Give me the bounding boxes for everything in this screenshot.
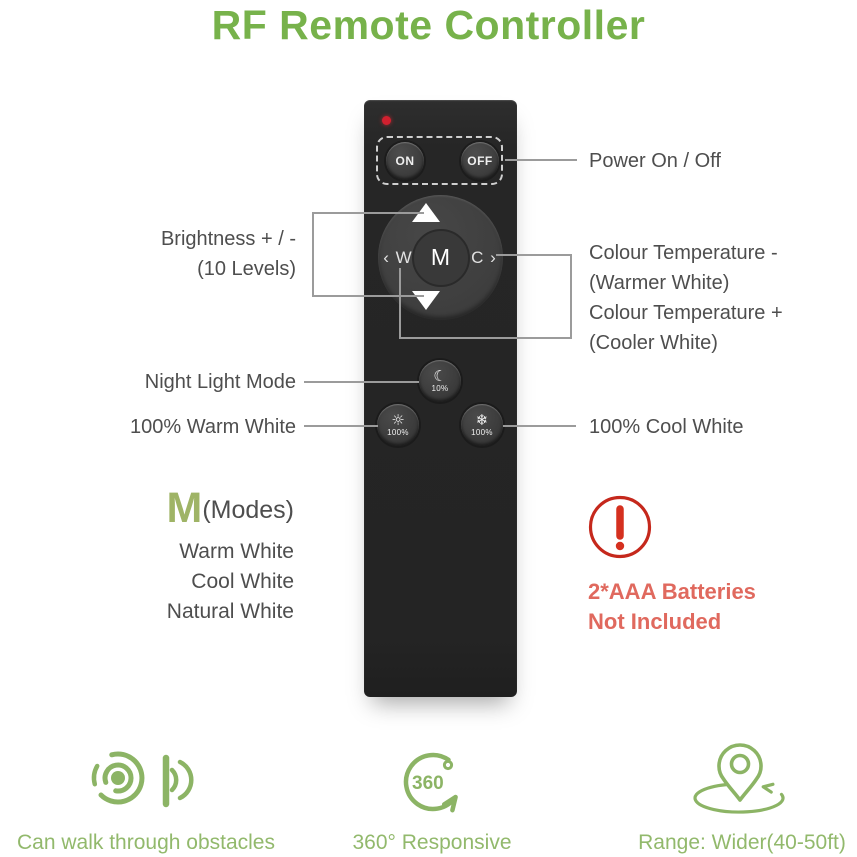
page-title: RF Remote Controller [211, 2, 646, 48]
warm-white-button: ☼ 100% [377, 404, 419, 446]
brightness-down-icon [412, 291, 440, 310]
callout-line-power [505, 159, 577, 161]
off-button: OFF [461, 142, 499, 180]
location-pin-icon [693, 743, 785, 814]
modes-items: Warm White Cool White Natural White [166, 537, 294, 627]
feature-label-range: Range: Wider(40-50ft) [638, 831, 846, 854]
callout-line-cool-white [503, 425, 576, 427]
led-indicator-icon [382, 116, 391, 125]
brightness-line2: (10 Levels) [197, 258, 296, 280]
mode-item-warm: Warm White [179, 540, 294, 563]
battery-note-line1: 2*AAA Batteries [588, 579, 756, 604]
sun-icon: ☼ [391, 411, 405, 429]
brightness-annotation: Brightness + / - (10 Levels) [36, 224, 296, 284]
warm-white-level: 100% [387, 428, 409, 437]
remote-controller: ON OFF ‹ W C › M ☾ 10% ☼ 100% ❄ 100% [364, 100, 517, 697]
colour-temp-line1: Colour Temperature - [589, 242, 778, 264]
mode-item-natural: Natural White [166, 600, 294, 623]
callout-line-warmer [399, 337, 572, 339]
night-light-level: 10% [431, 384, 449, 393]
feature-label-responsive: 360° Responsive [352, 831, 512, 854]
colour-temp-line4: (Cooler White) [589, 332, 718, 354]
brightness-line1: Brightness + / - [160, 228, 296, 250]
cooler-button: C › [471, 248, 497, 267]
moon-icon: ☾ [433, 367, 447, 385]
battery-note: 2*AAA Batteries Not Included [588, 577, 756, 637]
on-button: ON [386, 142, 424, 180]
colour-temp-line2: (Warmer White) [589, 272, 730, 294]
callout-line-brightness-down [312, 295, 424, 297]
modes-label: (Modes) [202, 496, 294, 524]
feature-label-obstacles: Can walk through obstacles [17, 831, 275, 854]
snowflake-icon: ❄ [475, 411, 489, 429]
callout-line-warm-white [304, 425, 378, 427]
modes-heading: M(Modes) [166, 484, 294, 533]
modes-legend: M(Modes) Warm White Cool White Natural W… [166, 484, 294, 627]
brightness-up-icon [412, 203, 440, 222]
rotate-360-badge: 360 [412, 773, 444, 794]
callout-bracket-colour-temp [570, 254, 572, 339]
colour-temp-annotation: Colour Temperature - (Warmer White) Colo… [589, 238, 783, 358]
signal-through-wall-icon [91, 751, 194, 808]
power-buttons-outline [376, 136, 503, 185]
warmer-button: ‹ W [383, 248, 413, 267]
dpad: ‹ W C › M [378, 195, 503, 320]
warm-white-annotation: 100% Warm White [130, 416, 296, 438]
callout-line-warmer-vertical [399, 268, 401, 339]
battery-note-line2: Not Included [588, 609, 722, 634]
cool-white-button: ❄ 100% [461, 404, 503, 446]
colour-temp-line3: Colour Temperature + [589, 302, 783, 324]
power-annotation: Power On / Off [589, 150, 721, 172]
callout-line-brightness-up [312, 212, 424, 214]
callout-line-cooler [496, 254, 572, 256]
cool-white-annotation: 100% Cool White [589, 416, 744, 438]
mode-button: M [411, 228, 470, 287]
modes-m: M [166, 484, 203, 532]
mode-item-cool: Cool White [191, 570, 294, 593]
callout-line-night [304, 381, 419, 383]
night-light-annotation: Night Light Mode [144, 371, 296, 393]
warning-exclamation-icon [588, 495, 652, 559]
rotate-360-icon: 360 [403, 752, 458, 813]
cool-white-level: 100% [471, 428, 493, 437]
night-light-button: ☾ 10% [419, 360, 461, 402]
callout-bracket-brightness [312, 212, 314, 297]
